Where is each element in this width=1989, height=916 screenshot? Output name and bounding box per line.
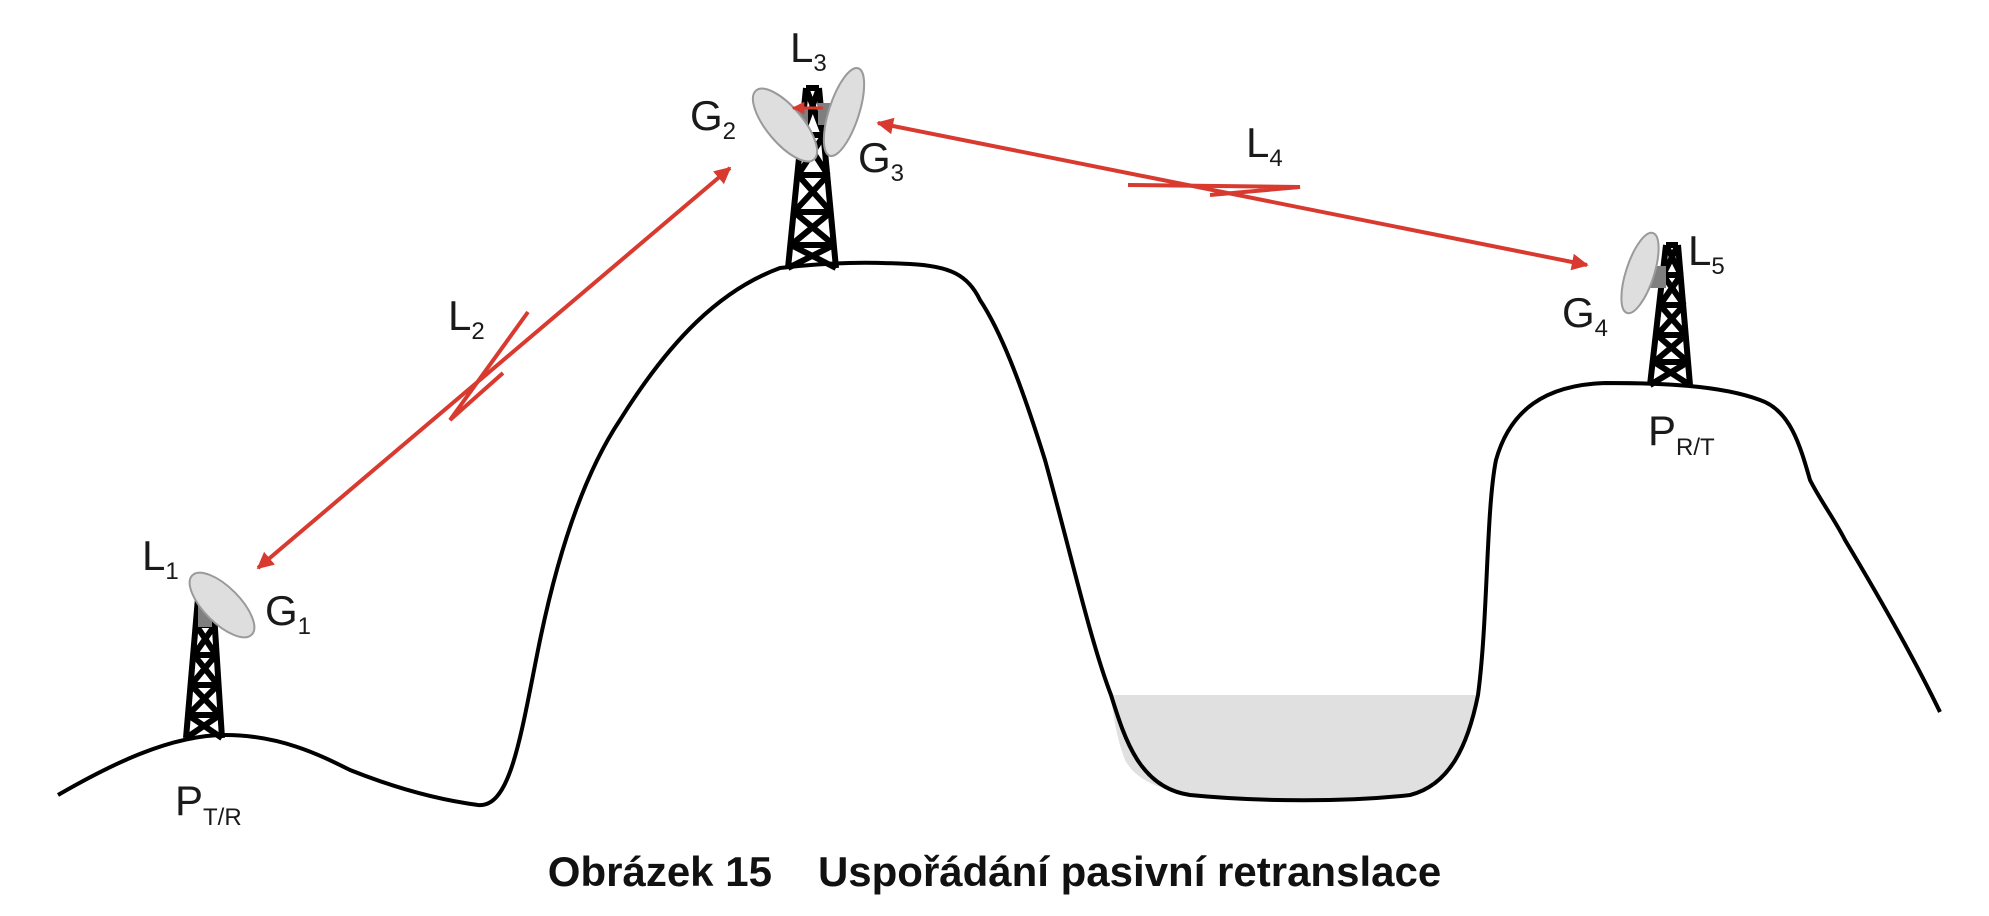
caption-number: Obrázek 15 [547, 848, 772, 895]
passive-relay-diagram: L1 L2 L3 L4 L5 G1 G2 G3 G4 PT/R PR/T [57, 24, 1942, 831]
label-g3: G3 [858, 134, 904, 187]
label-l5: L5 [1688, 227, 1725, 280]
label-g1: G1 [265, 587, 311, 640]
label-p-rt: PR/T [1648, 407, 1715, 461]
label-p-tr: PT/R [175, 777, 242, 831]
label-l3: L3 [790, 24, 827, 77]
dish-g1-icon [188, 571, 256, 639]
label-g2: G2 [690, 92, 736, 145]
figure-caption: Obrázek 15 Uspořádání pasivní retranslace [0, 848, 1989, 896]
water-area [1111, 695, 1478, 800]
label-l4: L4 [1246, 119, 1283, 172]
link-arrow-left [256, 166, 732, 570]
dish-g4-icon [1620, 231, 1666, 315]
label-l2: L2 [448, 292, 485, 345]
label-l1: L1 [142, 532, 179, 585]
lightning-l2-icon [448, 310, 530, 422]
terrain-line [57, 260, 1942, 808]
label-g4: G4 [1562, 289, 1608, 342]
lightning-l4-icon [1127, 183, 1301, 197]
caption-text: Uspořádání pasivní retranslace [817, 848, 1442, 895]
tower-right [1647, 242, 1693, 388]
